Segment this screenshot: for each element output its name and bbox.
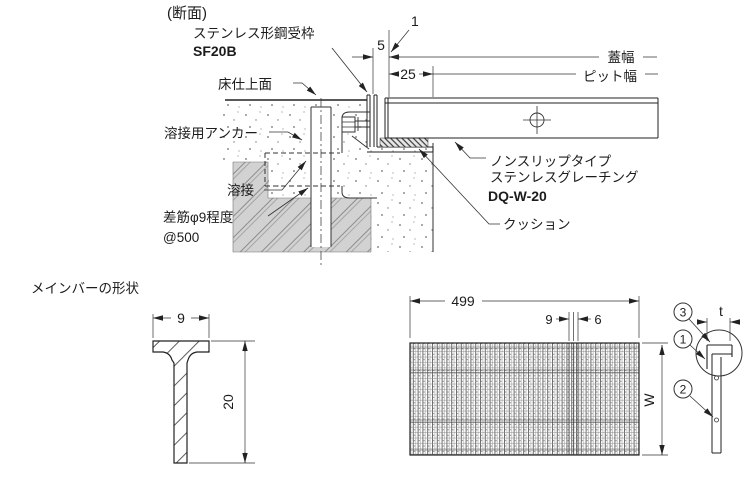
rivet-dot-lower [714,417,719,423]
panel-dim-length: 499 [451,293,475,309]
bar-side-view: t 3 1 2 [673,302,743,454]
anchor-label: 溶接用アンカー [164,125,258,141]
panel-seam-lines [568,343,579,455]
cushion-label: クッション [503,217,571,232]
panel-inner-lines [410,347,639,451]
frame-label: ステンレス形鋼受枠 [193,26,315,41]
panel-dim-width: W [641,393,657,407]
grating-type-label-1: ノンスリップタイプ [490,154,612,169]
callout-2: 2 [673,379,693,399]
callout-2-number: 2 [680,383,687,397]
panel-dimensions [409,296,668,456]
dim-t-label: t [719,303,723,319]
thickness-dimension [697,318,740,341]
main-bar-dimensions [152,314,255,464]
cross-section-view: (断面) ステンレス形鋼受枠 SF20B 床仕上面 溶接用アンカー 溶接 差筋φ… [163,5,659,268]
rivet-dot-upper [714,375,719,381]
dim-1: 1 [411,13,419,29]
main-bar-dim-height: 20 [220,394,236,410]
callout-3-number: 3 [680,306,687,320]
cushion-pad [379,137,429,148]
pit-width-label: ピット幅 [583,69,637,84]
grating-panel [409,342,640,456]
callout-3: 3 [673,302,693,322]
cover-width-label: 蓋幅 [608,50,635,65]
main-bar-title: メインバーの形状 [31,281,139,296]
dim-25: 25 [400,66,416,82]
grating-type-label-2: ステンレスグレーチング [490,170,639,185]
callout-leaders [688,318,714,418]
main-bar-view: メインバーの形状 9 20 [31,281,255,464]
weld-label: 溶接 [227,182,254,198]
main-bar-dim-width: 9 [177,310,185,326]
detail-circle [695,329,743,377]
panel-dim-gap: 6 [594,312,601,327]
dowel-spacing-label: @500 [163,230,199,245]
callout-1: 1 [673,329,693,349]
leader-lines [264,47,500,225]
dim-5: 5 [377,37,385,53]
callout-1-number: 1 [680,333,687,347]
grating-section [384,97,659,139]
center-mark [523,106,551,134]
panel-view: 499 9 6 W [409,293,668,456]
weld-anchor-bracket [264,111,377,199]
frame-model-label: SF20B [193,43,237,59]
grating-model-label: DQ-W-20 [488,188,547,204]
panel-dim-pitch: 9 [545,312,552,327]
section-title: (断面) [167,5,207,22]
main-bar-profile [152,340,210,464]
bar-side-outline [706,344,733,454]
dowel-label: 差筋φ9程度 [163,209,233,225]
dimension-lines [352,29,658,97]
dowel-bar [310,98,332,268]
floor-label: 床仕上面 [218,77,272,92]
